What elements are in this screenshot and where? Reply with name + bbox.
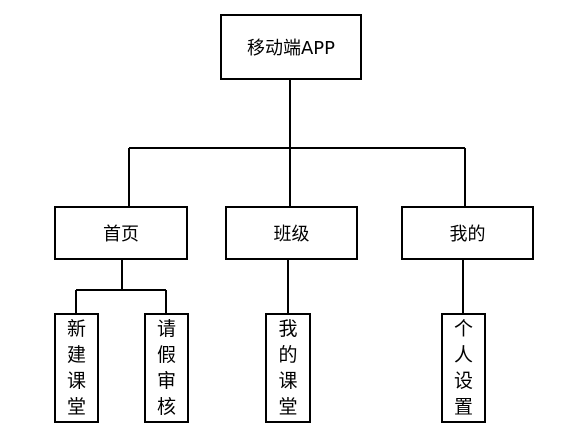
node-home-label: 首页 bbox=[103, 224, 139, 245]
node-personal-settings: 个人设置 bbox=[441, 313, 486, 423]
my-class-char-1: 的 bbox=[278, 344, 298, 366]
node-my-class: 我的课堂 bbox=[265, 313, 311, 423]
node-class-label: 班级 bbox=[273, 224, 310, 245]
personal-settings-char-0: 个 bbox=[453, 318, 473, 340]
my-class-char-3: 堂 bbox=[278, 396, 298, 418]
new-class-char-3: 堂 bbox=[66, 396, 86, 418]
my-class-char-2: 课 bbox=[278, 370, 298, 392]
new-class-char-0: 新 bbox=[66, 318, 86, 340]
leave-review-char-2: 审 bbox=[156, 370, 176, 392]
personal-settings-char-3: 置 bbox=[453, 396, 473, 418]
node-root: 移动端APP bbox=[220, 14, 362, 80]
my-class-char-0: 我 bbox=[278, 318, 298, 340]
node-home: 首页 bbox=[54, 206, 188, 260]
leave-review-char-3: 核 bbox=[156, 396, 176, 418]
leave-review-char-0: 请 bbox=[156, 318, 176, 340]
node-mine-label: 我的 bbox=[449, 224, 486, 245]
leave-review-char-1: 假 bbox=[156, 344, 176, 366]
node-new-class: 新建课堂 bbox=[54, 313, 99, 423]
node-class: 班级 bbox=[225, 206, 358, 260]
new-class-char-2: 课 bbox=[66, 370, 86, 392]
personal-settings-char-2: 设 bbox=[453, 370, 473, 392]
node-leave-review: 请假审核 bbox=[144, 313, 189, 423]
personal-settings-char-1: 人 bbox=[453, 344, 473, 366]
node-mine: 我的 bbox=[401, 206, 534, 260]
new-class-char-1: 建 bbox=[66, 344, 86, 366]
node-root-label: 移动端APP bbox=[246, 38, 336, 59]
